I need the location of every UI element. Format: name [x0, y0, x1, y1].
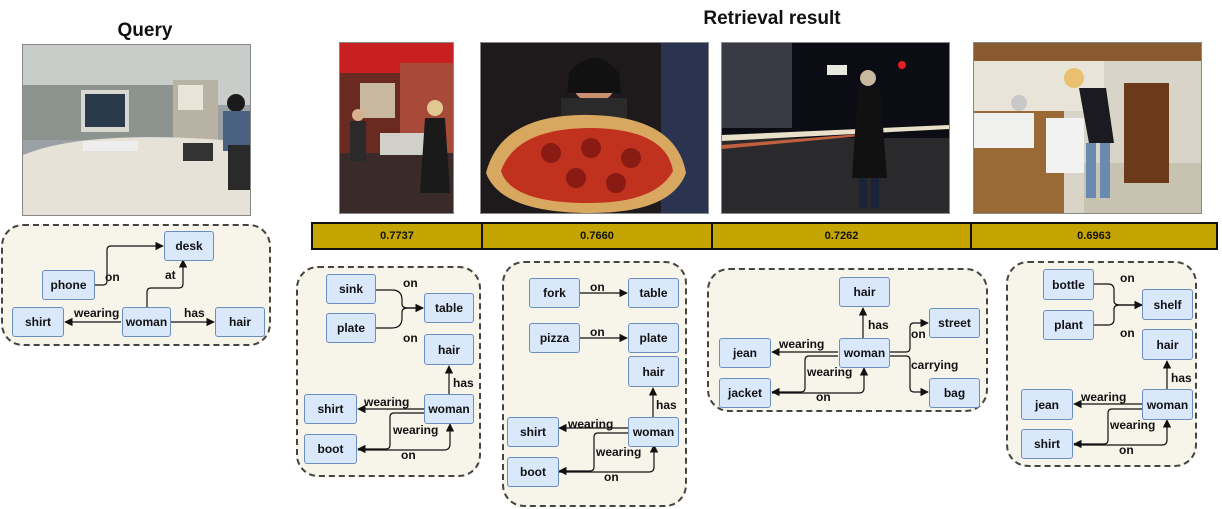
- edge-label-wearing: wearing: [74, 306, 120, 320]
- edge-label-wearing: wearing: [807, 365, 853, 379]
- node-plate: plate: [628, 323, 679, 353]
- score-cell-3: 0.7262: [713, 224, 972, 248]
- node-shirt: shirt: [304, 394, 357, 424]
- node-table: table: [424, 293, 474, 323]
- edge-label-on: on: [604, 470, 619, 484]
- node-sink: sink: [326, 274, 376, 304]
- node-woman: woman: [628, 417, 679, 447]
- result-3-scene-graph: hair street jean woman jacket bag has on…: [707, 268, 988, 412]
- node-hair: hair: [215, 307, 265, 337]
- result-photo-3: [721, 42, 950, 214]
- result-photo-1: [339, 42, 454, 214]
- node-woman: woman: [424, 394, 474, 424]
- node-hair: hair: [424, 334, 474, 365]
- edge-label-on: on: [403, 276, 418, 290]
- result-2-scene-graph: fork table pizza plate hair shirt woman …: [502, 261, 687, 507]
- edge-label-has: has: [868, 318, 889, 332]
- result-photo-4: [973, 42, 1202, 214]
- edge-label-on: on: [1120, 326, 1135, 340]
- node-phone: phone: [42, 270, 95, 300]
- node-table: table: [628, 278, 679, 308]
- score-cell-2: 0.7660: [483, 224, 713, 248]
- node-woman: woman: [839, 338, 890, 368]
- node-shirt: shirt: [12, 307, 64, 337]
- node-street: street: [929, 308, 980, 338]
- edge-label-has: has: [184, 306, 205, 320]
- node-woman: woman: [1142, 389, 1193, 420]
- edge-label-wearing: wearing: [1081, 390, 1127, 404]
- edge-label-has: has: [453, 376, 474, 390]
- query-photo: [22, 44, 251, 216]
- node-pizza: pizza: [529, 323, 580, 353]
- node-fork: fork: [529, 278, 580, 308]
- node-plate: plate: [326, 313, 376, 343]
- edge-label-wearing: wearing: [568, 417, 614, 431]
- score-cell-1: 0.7737: [313, 224, 483, 248]
- query-scene-graph: desk phone shirt woman hair on at wearin…: [1, 224, 271, 346]
- score-cell-4: 0.6963: [972, 224, 1216, 248]
- node-desk: desk: [164, 231, 214, 261]
- edge-label-on: on: [1119, 443, 1134, 457]
- edge-label-wearing: wearing: [1110, 418, 1156, 432]
- node-shelf: shelf: [1142, 289, 1193, 320]
- edge-label-on: on: [403, 331, 418, 345]
- edge-label-wearing: wearing: [596, 445, 642, 459]
- result-4-scene-graph: bottle shelf plant hair jean woman shirt…: [1006, 261, 1197, 467]
- edge-label-on: on: [816, 390, 831, 404]
- edge-label-on: on: [911, 327, 926, 341]
- edge-label-at: at: [165, 268, 176, 282]
- query-heading: Query: [117, 20, 173, 41]
- node-shirt: shirt: [1021, 429, 1073, 459]
- result-photo-2: [480, 42, 709, 214]
- edge-label-wearing: wearing: [364, 395, 410, 409]
- node-jean: jean: [719, 338, 771, 368]
- node-boot: boot: [507, 457, 559, 487]
- node-plant: plant: [1043, 310, 1094, 340]
- node-hair: hair: [628, 356, 679, 387]
- node-bottle: bottle: [1043, 269, 1094, 300]
- edge-label-on: on: [590, 325, 605, 339]
- edge-label-on: on: [401, 448, 416, 462]
- edge-label-on: on: [1120, 271, 1135, 285]
- node-jacket: jacket: [719, 378, 771, 408]
- retrieval-heading: Retrieval result: [703, 8, 841, 29]
- edge-label-has: has: [656, 398, 677, 412]
- node-shirt: shirt: [507, 417, 559, 447]
- edge-label-carrying: carrying: [911, 358, 959, 372]
- edge-label-wearing: wearing: [779, 337, 825, 351]
- edge-label-has: has: [1171, 371, 1192, 385]
- edge-label-on: on: [105, 270, 120, 284]
- node-hair: hair: [839, 277, 890, 307]
- node-hair: hair: [1142, 329, 1193, 360]
- node-woman: woman: [122, 307, 171, 337]
- node-jean: jean: [1021, 389, 1073, 420]
- similarity-score-bar: 0.7737 0.7660 0.7262 0.6963: [311, 222, 1218, 250]
- node-boot: boot: [304, 434, 357, 464]
- node-bag: bag: [929, 378, 980, 408]
- result-1-scene-graph: sink plate table hair shirt woman boot o…: [296, 266, 481, 477]
- edge-label-wearing: wearing: [393, 423, 439, 437]
- edge-label-on: on: [590, 280, 605, 294]
